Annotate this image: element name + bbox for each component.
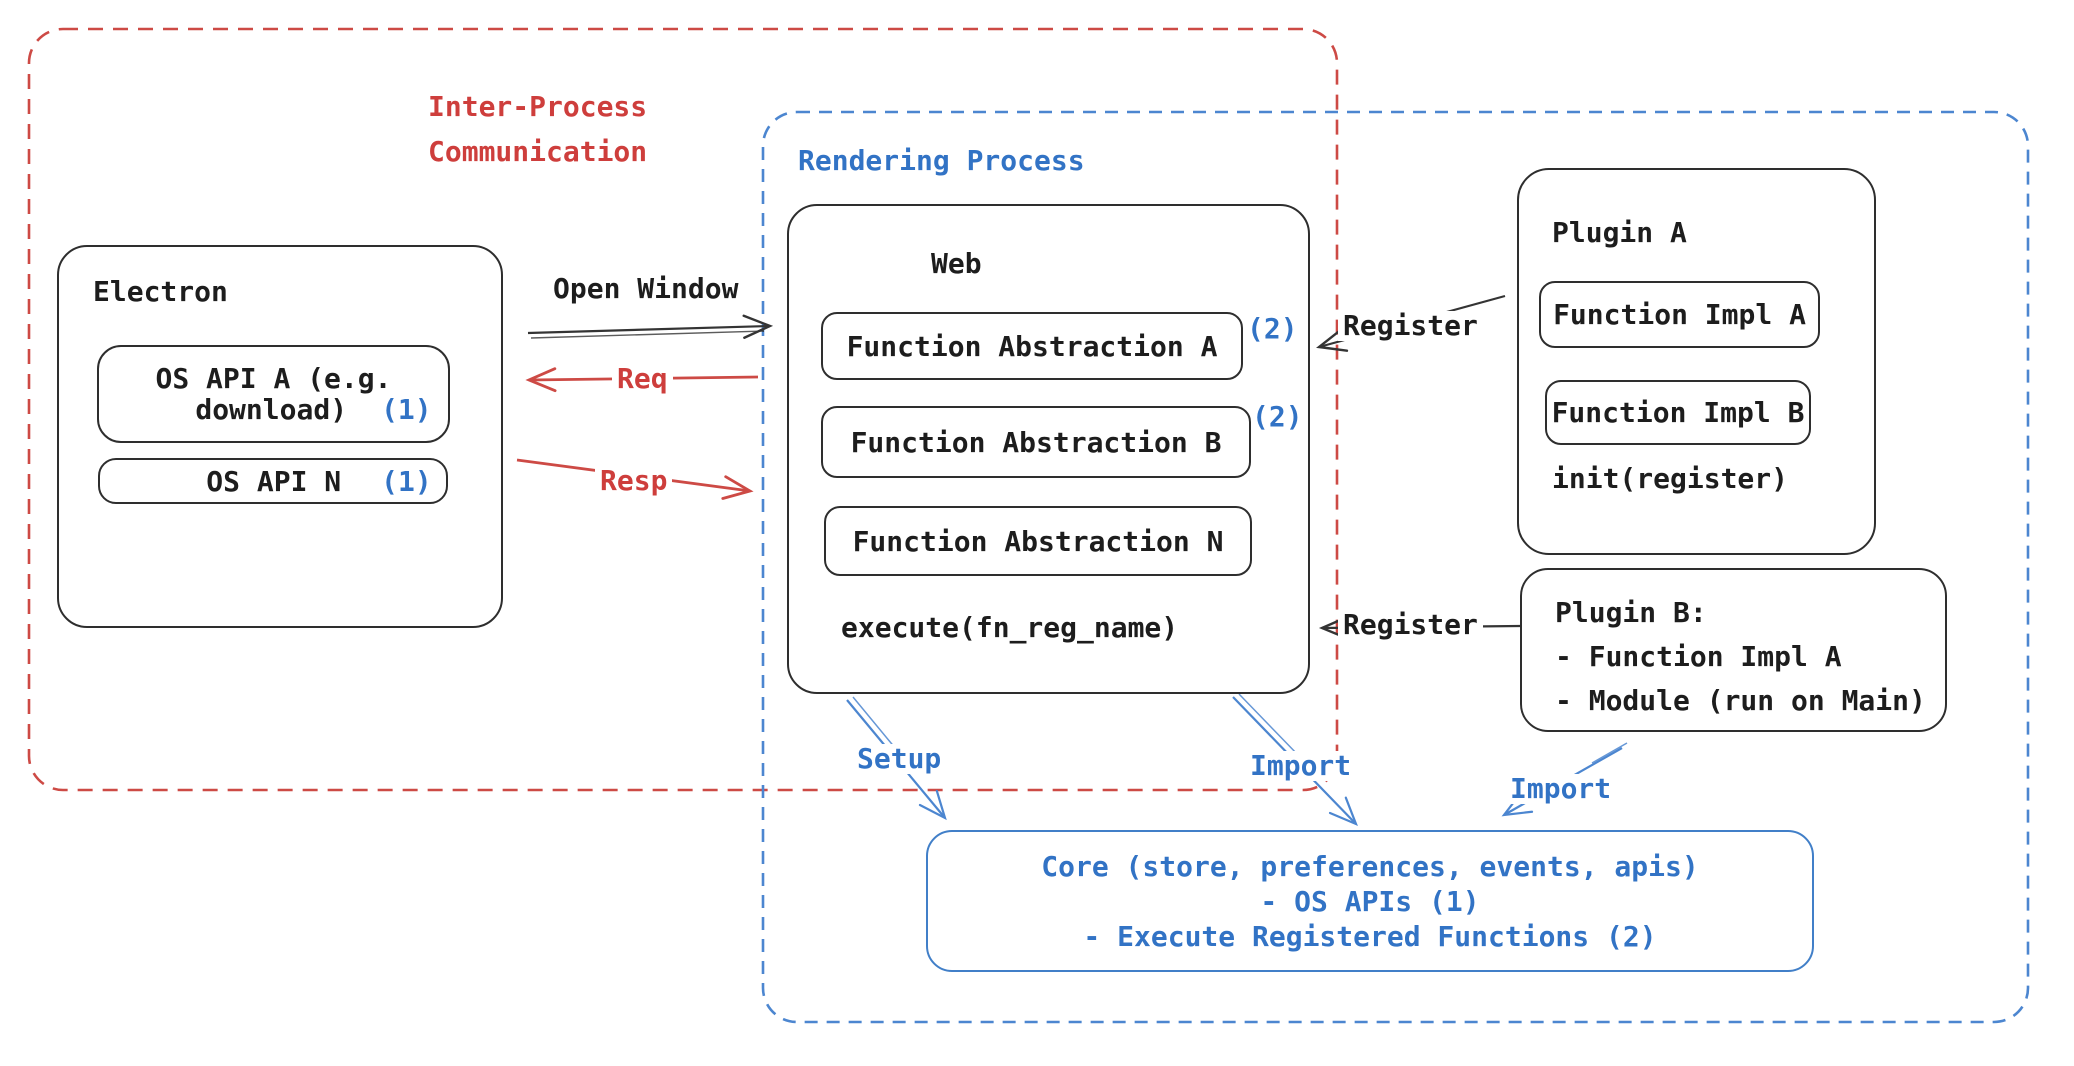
os-api-n-box: OS API N (1) (98, 458, 448, 504)
function-abstraction-n-label: Function Abstraction N (852, 524, 1224, 558)
import-right-label: Import (1505, 774, 1617, 804)
web-box (787, 204, 1310, 694)
plugin-b-box (1520, 568, 1947, 732)
function-impl-b-box: Function Impl B (1545, 380, 1811, 445)
function-abstraction-b-label: Function Abstraction B (850, 425, 1222, 459)
function-abstraction-a-label: Function Abstraction A (846, 329, 1218, 363)
ipc-group-border (27, 27, 1339, 792)
execute-call-label: execute(fn_reg_name) (841, 611, 1179, 644)
core-box: Core (store, preferences, events, apis) … (926, 830, 1814, 972)
function-abstraction-a-badge: (2) (1247, 312, 1298, 345)
electron-title: Electron (93, 275, 228, 308)
web-title: Web (931, 247, 982, 280)
function-impl-b-label: Function Impl B (1551, 396, 1805, 429)
function-abstraction-a-box: Function Abstraction A (821, 312, 1243, 380)
resp-label: Resp (595, 466, 673, 496)
os-api-a-box: OS API A (e.g. download)(1) (97, 345, 450, 443)
os-api-a-line2: download)(1) (195, 393, 432, 426)
function-abstraction-n-box: Function Abstraction N (824, 506, 1252, 576)
function-abstraction-b-box: Function Abstraction B (821, 406, 1251, 478)
core-line1: Core (store, preferences, events, apis) (1041, 849, 1699, 883)
import-mid-arrow-sketch (1238, 693, 1301, 758)
register-bottom-label: Register (1338, 610, 1483, 640)
electron-box (57, 245, 503, 628)
plugin-a-title: Plugin A (1552, 216, 1687, 249)
os-api-a-line1: OS API A (e.g. (155, 362, 392, 395)
rendering-group-border (761, 110, 2030, 1024)
register-top-label: Register (1338, 311, 1483, 341)
init-register-label: init(register) (1552, 462, 1789, 495)
open-window-label: Open Window (553, 272, 739, 305)
import-mid-label: Import (1245, 751, 1357, 781)
core-line3: - Execute Registered Functions (2) (1083, 919, 1657, 953)
plugin-b-text: Plugin B:- Function Impl A- Module (run … (1555, 596, 1926, 717)
core-line2: - OS APIs (1) (1260, 884, 1480, 918)
plugin-a-box (1517, 168, 1876, 555)
setup-label: Setup (852, 744, 947, 774)
req-label: Req (612, 364, 673, 394)
function-impl-a-box: Function Impl A (1539, 281, 1820, 348)
rendering-group-title: Rendering Process (798, 144, 1085, 177)
os-api-n-label: OS API N (206, 464, 342, 498)
open-window-arrow (527, 314, 774, 339)
import-right-arrow-sketch (1591, 742, 1628, 764)
function-abstraction-b-badge: (2) (1252, 400, 1303, 433)
function-impl-a-label: Function Impl A (1553, 298, 1806, 331)
os-api-a-badge: (1) (381, 393, 432, 426)
open-window-arrow-sketch (530, 330, 765, 339)
os-api-n-badge: (1) (381, 464, 432, 498)
